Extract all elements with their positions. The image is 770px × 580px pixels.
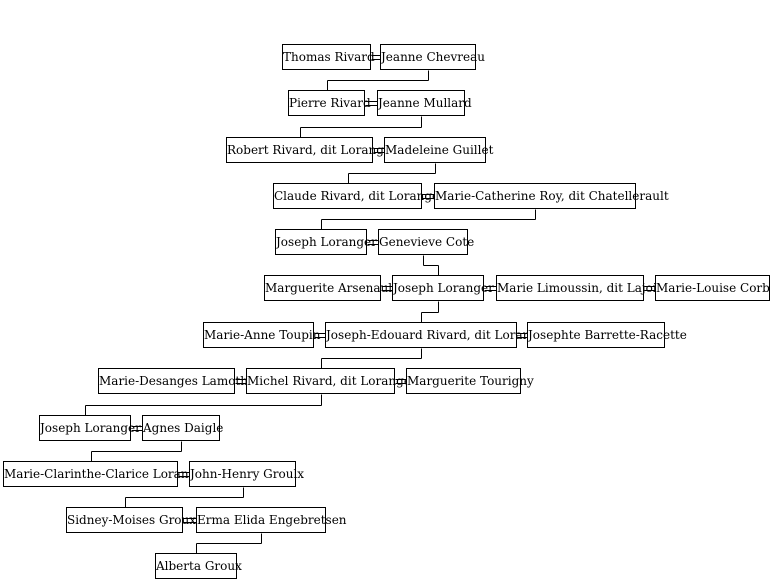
person-box[interactable]: Joseph Loranger (39, 415, 141, 441)
person-box[interactable]: Genevieve Cote (378, 229, 474, 255)
person-box[interactable]: Agnes Daigle (142, 415, 223, 441)
person-box[interactable]: Marie-Louise Corbin (655, 275, 770, 301)
person-box[interactable]: Josephte Barrette-Racette (527, 322, 687, 348)
person-box[interactable]: Alberta Groux (155, 553, 242, 579)
person-box[interactable]: Pierre Rivard (288, 90, 371, 116)
person-box[interactable]: Marguerite Tourigny (406, 368, 534, 394)
person-box[interactable]: Jeanne Chevreau (380, 44, 485, 70)
person-box[interactable]: Robert Rivard, dit Loranger (226, 137, 397, 163)
person-box[interactable]: Thomas Rivard (282, 44, 375, 70)
person-box[interactable]: Marguerite Arsenault (264, 275, 397, 301)
person-box[interactable]: Marie-Anne Toupin (203, 322, 320, 348)
person-box[interactable]: Michel Rivard, dit Loranger (246, 368, 417, 394)
person-box[interactable]: Joseph Loranger (275, 229, 377, 255)
person-box[interactable]: Sidney-Moises Groux (66, 507, 196, 533)
person-box[interactable]: Madeleine Guillet (384, 137, 493, 163)
person-box[interactable]: Marie-Desanges Lamothe (98, 368, 255, 394)
person-box[interactable]: Erma Elida Engebretsen (196, 507, 347, 533)
person-box[interactable]: Jeanne Mullard (377, 90, 472, 116)
person-box[interactable]: Marie-Catherine Roy, dit Chatellerault (434, 183, 669, 209)
person-box[interactable]: Marie-Clarinthe-Clarice Loranger (3, 461, 209, 487)
person-box[interactable]: John-Henry Groulx (189, 461, 304, 487)
person-box[interactable]: Joseph Loranger (392, 275, 494, 301)
person-box[interactable]: Marie Limoussin, dit Lajoie (496, 275, 664, 301)
person-box[interactable]: Claude Rivard, dit Loranger (273, 183, 445, 209)
person-box[interactable]: Joseph-Edouard Rivard, dit Loranger (325, 322, 551, 348)
